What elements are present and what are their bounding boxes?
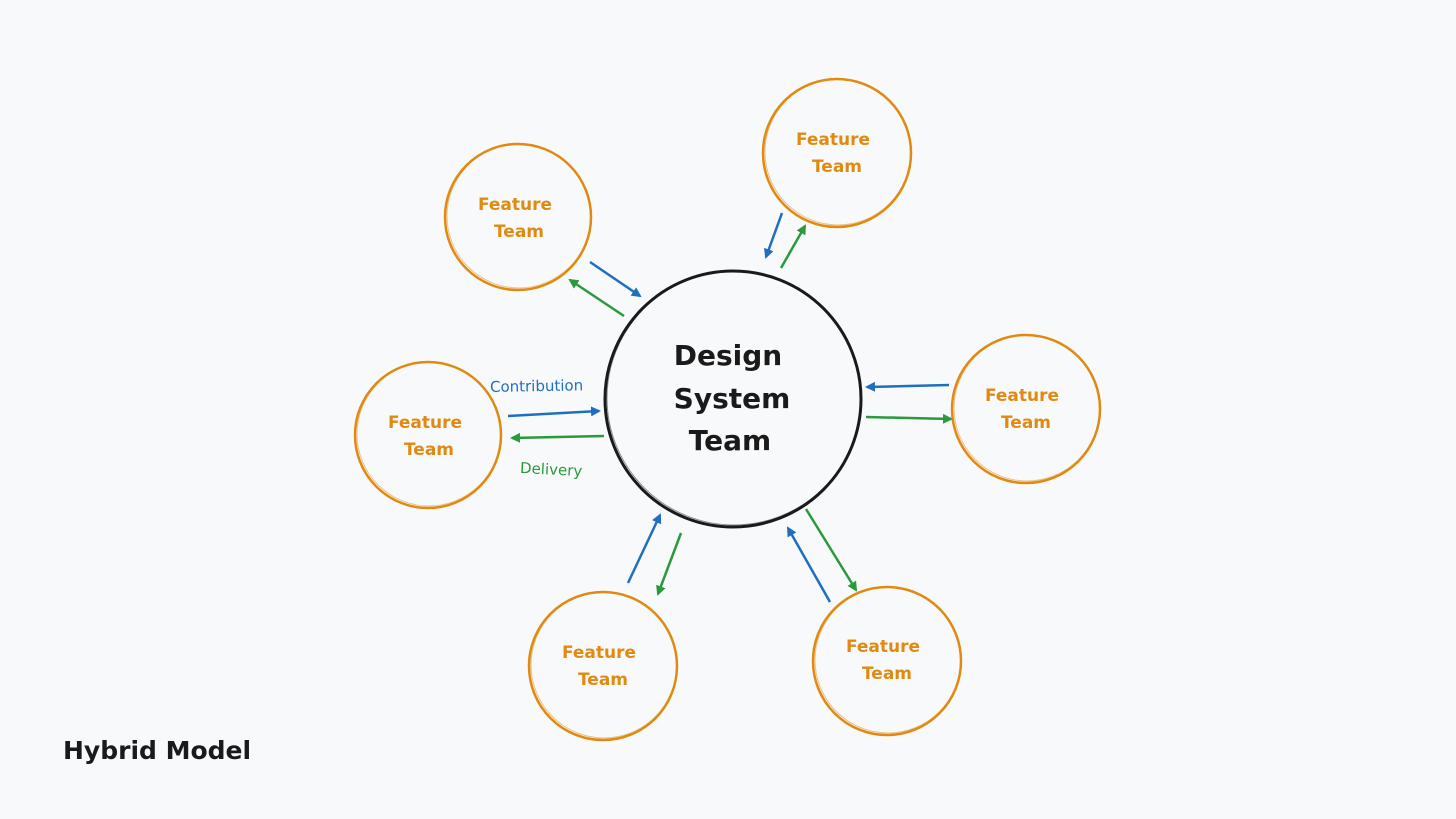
contribution-arrow-top-right xyxy=(764,212,784,259)
delivery-arrow-left xyxy=(510,432,605,443)
contribution-label: Contribution xyxy=(490,376,583,396)
delivery-arrow-top-right xyxy=(779,224,807,269)
contribution-arrow-right xyxy=(865,381,950,392)
feature-team-label-line-1: Feature xyxy=(985,386,1059,406)
delivery-arrow-bottom-right xyxy=(804,508,858,592)
feature-team-label-line-2: Team xyxy=(1001,413,1051,433)
feature-team-node-top-right: Feature Team xyxy=(761,77,913,229)
contribution-arrow-upper-left xyxy=(589,260,642,298)
feature-team-node-right: Feature Team xyxy=(950,333,1102,485)
contribution-arrow-bottom-left xyxy=(626,513,662,584)
feature-team-node-bottom-right: Feature Team xyxy=(811,585,963,737)
feature-team-label-line-2: Team xyxy=(578,670,628,690)
delivery-label: Delivery xyxy=(520,459,583,480)
diagram-caption: Hybrid Model xyxy=(63,736,251,765)
delivery-arrow-bottom-left xyxy=(656,532,683,596)
center-label-line-3: Team xyxy=(689,424,771,457)
feature-team-label-line-1: Feature xyxy=(796,130,870,150)
center-label-line-1: Design xyxy=(674,339,782,372)
feature-team-node-left: Feature Team xyxy=(353,360,503,510)
contribution-arrow-left xyxy=(507,406,601,418)
feature-team-node-upper-left: Feature Team xyxy=(443,142,593,292)
center-label-line-2: System xyxy=(674,382,791,415)
feature-team-node-bottom-left: Feature Team xyxy=(527,590,679,742)
feature-team-label-line-2: Team xyxy=(862,664,912,684)
feature-team-label-line-2: Team xyxy=(494,222,544,242)
feature-team-label-line-1: Feature xyxy=(846,637,920,657)
delivery-arrow-upper-left xyxy=(568,278,625,318)
contribution-arrow-bottom-right xyxy=(786,526,832,603)
feature-team-label-line-2: Team xyxy=(404,440,454,460)
delivery-arrow-right xyxy=(865,413,953,424)
design-system-team-node: Design System Team xyxy=(603,269,863,529)
feature-team-label-line-1: Feature xyxy=(388,413,462,433)
feature-team-label-line-2: Team xyxy=(812,157,862,177)
feature-team-label-line-1: Feature xyxy=(562,643,636,663)
feature-team-label-line-1: Feature xyxy=(478,195,552,215)
